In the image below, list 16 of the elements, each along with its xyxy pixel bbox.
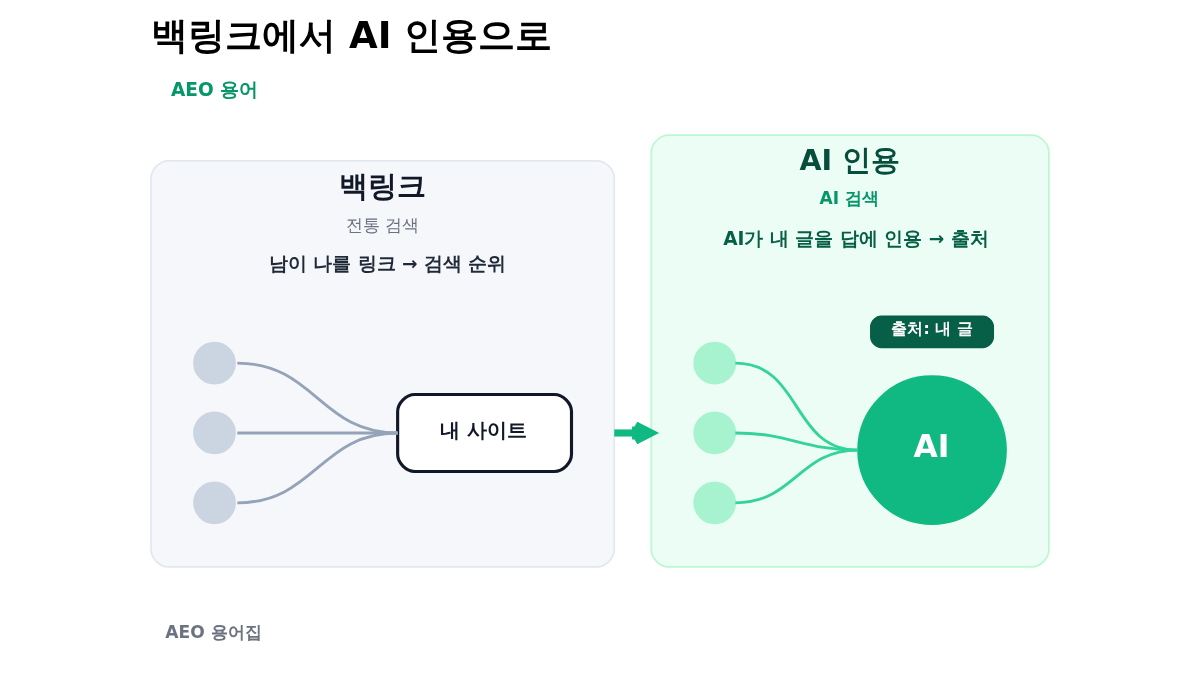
label: AEO 용어 [171, 78, 259, 100]
node-circle [193, 341, 236, 385]
node-circle [693, 341, 737, 385]
label: AEO 용어집 [165, 622, 262, 643]
connector [237, 431, 398, 505]
arrow [614, 421, 656, 445]
node-circle [193, 411, 236, 455]
node-box: 내 사이트 [396, 392, 574, 474]
diagram-title: 백링크에서 AI 인용으로 [151, 13, 553, 57]
node-circle [693, 481, 737, 525]
node-circle [693, 411, 737, 455]
connector [735, 448, 859, 505]
node-box: 출처: 내 글 [870, 315, 995, 349]
node-circle [193, 481, 236, 525]
node-circle: AI [857, 375, 1007, 525]
connector [237, 361, 398, 435]
